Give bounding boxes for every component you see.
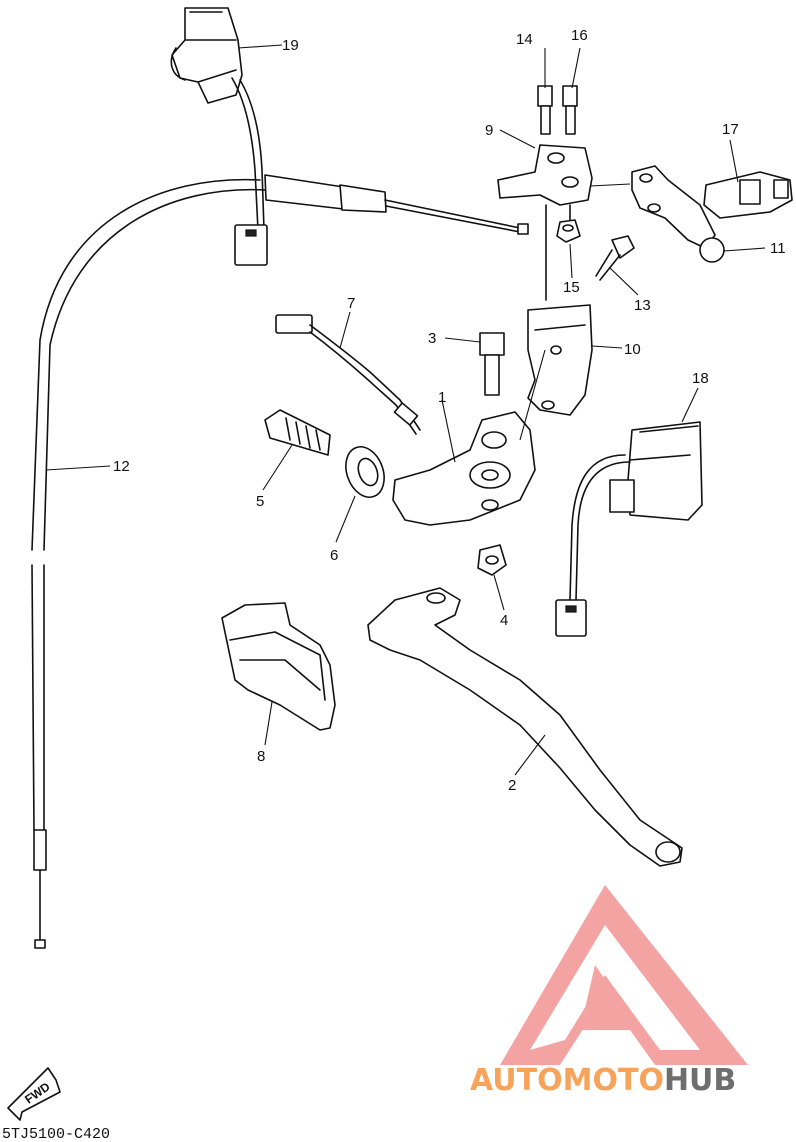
fwd-arrow-icon: FWD	[7, 1067, 61, 1121]
part-2-clutch-lever	[367, 587, 683, 867]
callout-10: 10	[624, 341, 641, 358]
callout-15: 15	[563, 279, 580, 296]
callout-6: 6	[330, 547, 338, 564]
callout-17: 17	[722, 121, 739, 138]
part-18-switch	[555, 421, 703, 637]
part-13-screw	[595, 235, 635, 281]
watermark-text-primary: AUTOMOTO	[470, 1063, 664, 1098]
part-16-bolt	[562, 85, 578, 135]
callout-19: 19	[282, 37, 299, 54]
callout-2: 2	[508, 777, 516, 794]
callout-8: 8	[257, 748, 265, 765]
callout-4: 4	[500, 612, 508, 629]
part-14-bolt	[537, 85, 553, 135]
callout-3: 3	[428, 330, 436, 347]
part-17-hot-start-lever	[631, 165, 793, 263]
callout-labels: 19 14 16 9 17 11 15 13 10 7 3 1 18 12 5 …	[113, 27, 786, 794]
callout-14: 14	[516, 31, 533, 48]
watermark-text-secondary: HUB	[664, 1063, 736, 1098]
callout-18: 18	[692, 370, 709, 387]
part-5-adjuster-bolt	[264, 409, 331, 456]
part-15-nut	[556, 219, 581, 243]
watermark-logo	[500, 885, 748, 1065]
callout-12: 12	[113, 458, 130, 475]
leader-lines	[45, 44, 766, 776]
callout-11: 11	[770, 240, 786, 257]
part-6-adjuster-nut	[345, 446, 385, 498]
part-12-clutch-cable	[31, 174, 529, 949]
callout-13: 13	[634, 297, 651, 314]
part-3-bolt	[479, 332, 505, 396]
callout-7: 7	[347, 295, 355, 312]
part-4-nut	[477, 544, 507, 576]
part-9-bracket	[497, 144, 593, 301]
callout-9: 9	[485, 122, 493, 139]
callout-5: 5	[256, 493, 264, 510]
part-7-wire-lead	[275, 314, 421, 435]
part-8-lever-cover	[221, 602, 336, 731]
callout-1: 1	[438, 389, 446, 406]
part-10-holder	[527, 304, 593, 416]
part-1-lever-holder	[392, 411, 536, 526]
watermark-text: AUTOMOTOHUB	[470, 1063, 736, 1098]
drawing-code: 5TJ5100-C420	[2, 1126, 110, 1142]
callout-16: 16	[571, 27, 588, 44]
part-19-switch	[170, 7, 268, 266]
